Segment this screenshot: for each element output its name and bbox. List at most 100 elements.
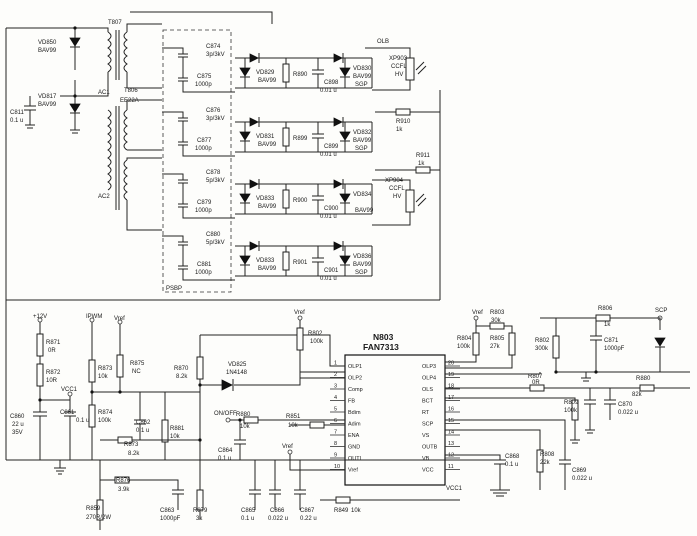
r881-ref: R881	[170, 426, 185, 432]
resistor-r802	[296, 315, 345, 379]
c871-val: 1000pF	[604, 346, 625, 352]
stage-1-chv-ref: C874	[206, 44, 221, 50]
r873b-ref: R873	[124, 442, 139, 448]
lamp-xp904	[372, 179, 427, 226]
resistor-r873b	[100, 436, 200, 444]
r859-ref: R859	[86, 506, 101, 512]
stage-1-r-ref: R890	[293, 72, 308, 78]
pin-name: SCP	[422, 422, 434, 428]
psbp-label: PSBP	[166, 286, 182, 292]
pin-number: 8	[334, 441, 337, 447]
vref-r875-branch	[116, 319, 124, 392]
frame-wire	[5, 28, 440, 301]
top-wire-2	[130, 11, 273, 24]
stage-4-chv-ref: C880	[206, 232, 221, 238]
stage-2-clv-val: 1000p	[195, 146, 212, 152]
pin-number: 10	[334, 464, 340, 470]
stage-3-clv-ref: C879	[197, 200, 212, 206]
r808-val: 22k	[540, 460, 551, 466]
c870-val: 0.022 u	[618, 410, 638, 416]
pin-name: FB	[348, 399, 355, 405]
r872-val: 10R	[46, 378, 58, 384]
stage-3-chv-val: 5p/3kV	[206, 178, 225, 184]
right-network	[445, 314, 690, 490]
capacitor-c811	[24, 96, 36, 129]
r871-ref: R871	[46, 340, 61, 346]
pin-name: BCT	[422, 399, 434, 405]
stage-3-cout-ref: C900	[324, 206, 339, 212]
c869-ref: C869	[572, 468, 587, 474]
ipwm-branch	[88, 317, 200, 460]
vcc1-label: VCC1	[61, 387, 78, 393]
t806-part: EE22A	[120, 98, 139, 104]
resistor-r859	[96, 460, 104, 530]
r804-ref: R804	[457, 336, 472, 342]
r805-val: 27k	[490, 344, 501, 350]
r808-ref: R808	[540, 452, 555, 458]
pin-name: VB	[422, 456, 430, 462]
pin-number: 9	[334, 453, 337, 459]
r910-val: 1k	[396, 127, 403, 133]
c866-val: 0.022 u	[268, 516, 288, 522]
r910-ref: R910	[396, 119, 411, 125]
pin-name: Vref	[348, 468, 358, 474]
pin-name: GND	[348, 445, 360, 451]
r802b-val: 300k	[535, 346, 549, 352]
pin-name: OLS	[422, 387, 433, 393]
ipwm-label: IPWM	[86, 314, 102, 320]
pin-name: OLP4	[422, 376, 436, 382]
r876-val: 3.9k	[118, 487, 130, 493]
capacitor-c860	[33, 399, 70, 460]
diode-vd850	[60, 27, 105, 95]
pin-number: 1	[334, 361, 337, 367]
r873-ref: R873	[98, 366, 113, 372]
pin-number: 2	[334, 372, 337, 378]
r876-c863	[100, 476, 184, 510]
pin-number: 13	[448, 441, 454, 447]
vd817-val: BAV99	[38, 102, 57, 108]
r859-val: 270R/2W	[86, 515, 111, 521]
capacitor-c861	[64, 391, 76, 460]
r880-ref: R880	[236, 412, 251, 418]
r802-val: 100k	[310, 339, 324, 345]
r879-val: 3k	[196, 516, 203, 522]
ic-n803-body	[344, 354, 446, 486]
c861-ref: C861	[60, 410, 75, 416]
pin-name: VCC	[422, 468, 434, 474]
r875-ref: R875	[130, 361, 145, 367]
r911-val: 1k	[418, 161, 425, 167]
pin-name: Adim	[348, 422, 361, 428]
r805-ref: R805	[490, 336, 505, 342]
stage-2-cout-ref: C899	[324, 144, 339, 150]
r880-val: 10k	[240, 424, 251, 430]
v12-label: +12V	[33, 314, 47, 320]
r806-ref: R806	[598, 306, 613, 312]
stage-4-vd-ref: VD833	[256, 258, 275, 264]
onoff-label: ON/OFF	[214, 411, 237, 417]
r873b-val: 8.2k	[128, 451, 140, 457]
r851-ref: R851	[286, 414, 301, 420]
c871-ref: C871	[604, 338, 619, 344]
stage-1-vd2-extra: BAV99	[353, 74, 372, 80]
resistor-r851	[290, 421, 345, 429]
pin-number: 15	[448, 418, 454, 424]
resistor-r911	[375, 166, 440, 174]
stage-3-vd2-ref: VD834	[353, 192, 372, 198]
stage-2-r-ref: R899	[293, 136, 308, 142]
